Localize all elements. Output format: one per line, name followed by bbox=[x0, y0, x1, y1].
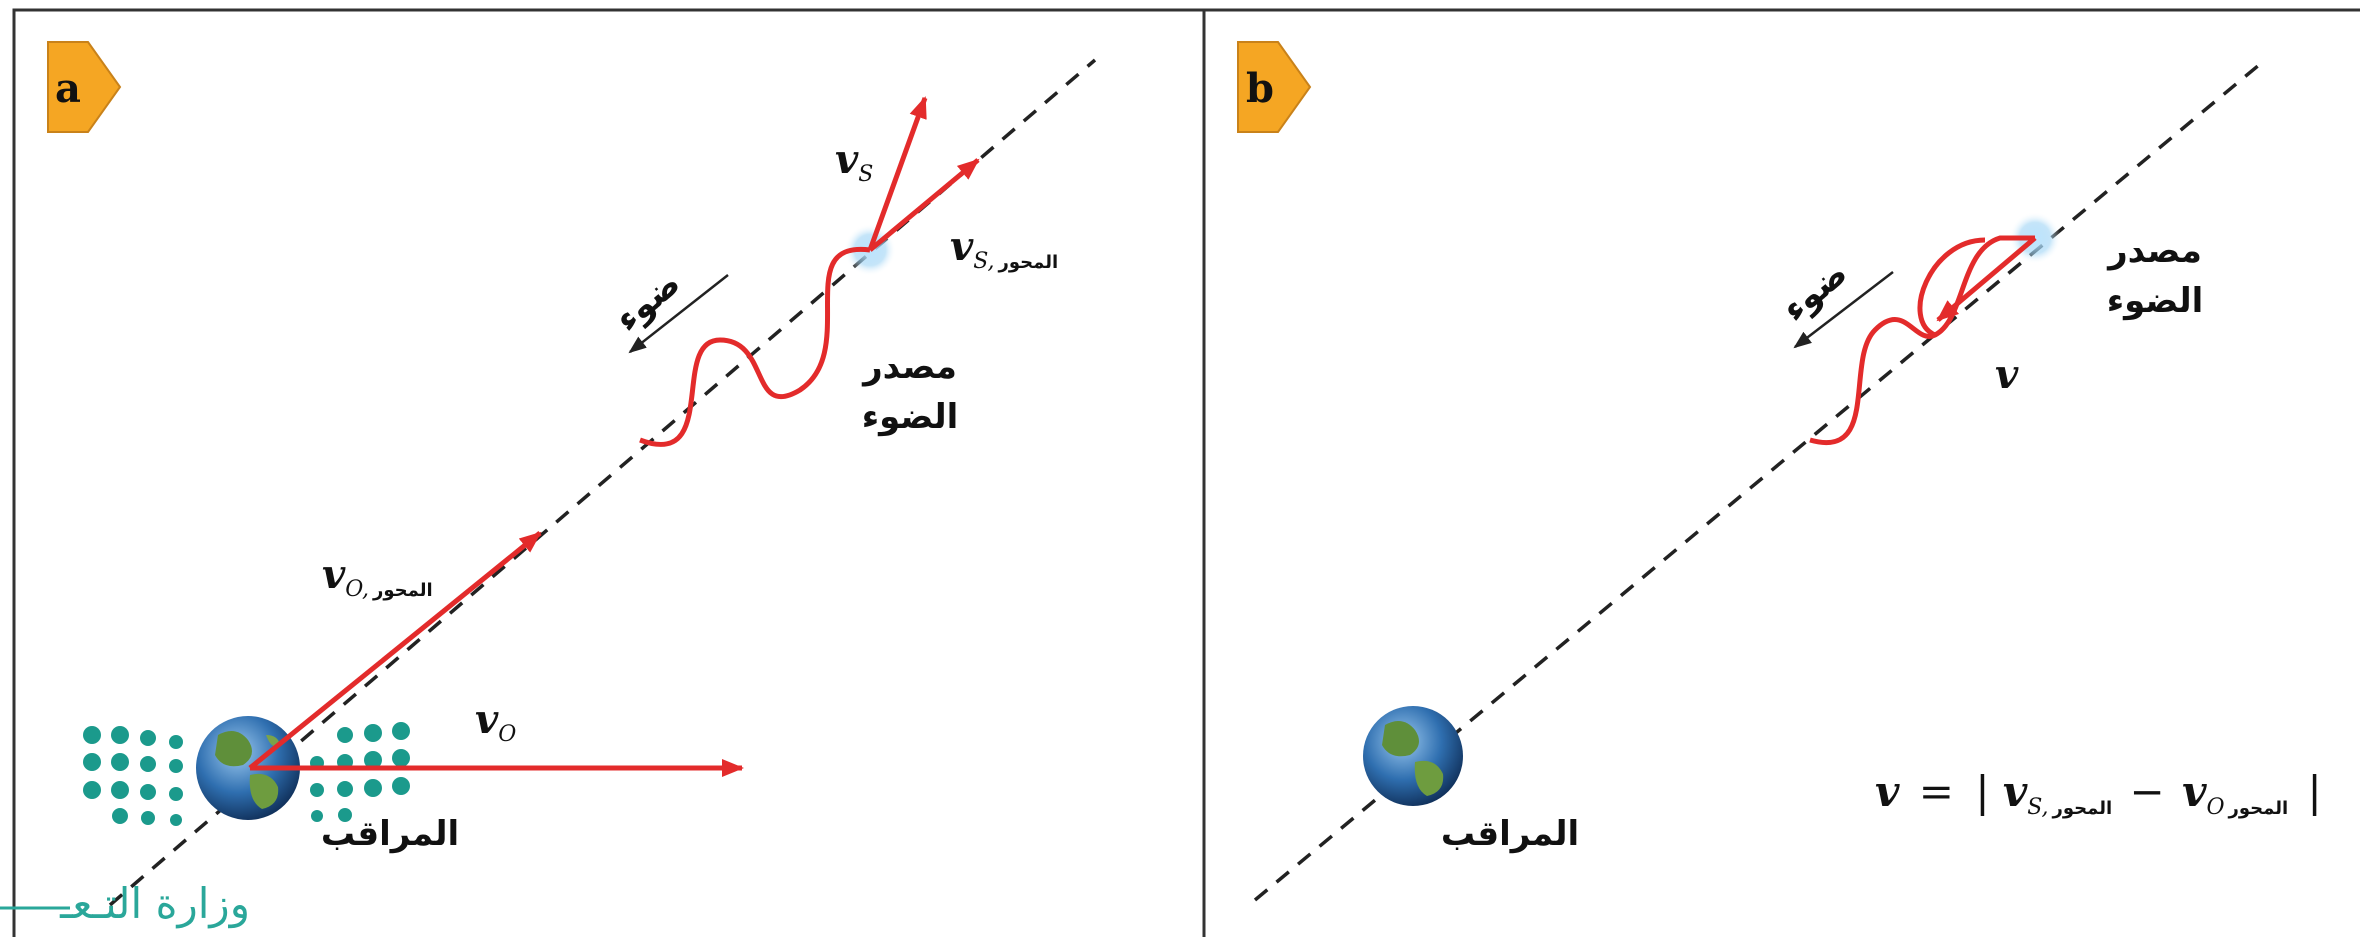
light-direction-arrow-b bbox=[1793, 271, 1894, 349]
source-label-b-line2: الضوء bbox=[2107, 281, 2204, 321]
panel-a-label: a bbox=[55, 65, 81, 112]
panel-a-frame bbox=[12, 8, 1206, 937]
panel-b-badge: b bbox=[1237, 41, 1312, 133]
observer-label-b: المراقب bbox=[1441, 814, 1579, 854]
light-label-b: ضوء bbox=[1775, 253, 1856, 330]
v-s-axis-arrow bbox=[868, 158, 980, 252]
axis-line-b bbox=[1253, 58, 2267, 902]
watermark-text: وزارة التـعـ bbox=[59, 879, 250, 928]
light-direction-arrow-a bbox=[628, 274, 729, 354]
v-s-label: vS bbox=[835, 136, 873, 187]
light-wave-a bbox=[639, 246, 871, 447]
panel-a-badge: a bbox=[47, 41, 122, 133]
panel-b-label: b bbox=[1246, 65, 1274, 112]
panel-b-frame bbox=[1202, 8, 2360, 937]
light-wave-b-loop bbox=[1917, 237, 1986, 338]
v-s-axis-label: vS,المحور bbox=[950, 223, 1058, 274]
v-label-b: v bbox=[1995, 351, 2019, 398]
v-o-label: vO bbox=[475, 696, 516, 747]
source-label-b-line1: مصدر bbox=[2106, 231, 2202, 271]
logo-dots bbox=[83, 722, 410, 826]
source-label-a-line1: مصدر bbox=[861, 347, 957, 387]
earth-icon-b bbox=[1363, 706, 1463, 806]
panel-b: b ضوء مصدر الضوء المراقب v v = | vS,المح… bbox=[1237, 41, 2322, 902]
v-arrow-b bbox=[1936, 236, 2037, 322]
source-label-a-line2: الضوء bbox=[862, 397, 959, 437]
light-wave-b bbox=[1809, 235, 2035, 445]
light-label-a: ضوء bbox=[608, 263, 689, 340]
v-o-axis-label: vO,المحور bbox=[322, 551, 433, 602]
v-o-axis-arrow bbox=[248, 531, 542, 770]
observer-label-a: المراقب bbox=[321, 814, 459, 854]
earth-icon-a bbox=[196, 716, 300, 820]
v-s-arrow bbox=[867, 96, 928, 251]
axis-line-a bbox=[108, 58, 1097, 907]
panel-a: a bbox=[0, 41, 1097, 928]
